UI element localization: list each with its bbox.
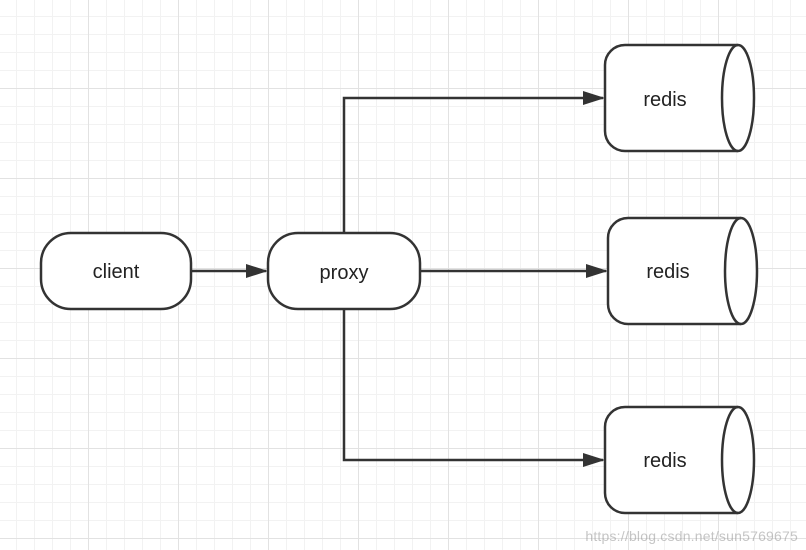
client-label: client <box>93 261 140 283</box>
client-node: client <box>39 231 193 311</box>
redis-bottom-node: redis <box>603 405 756 515</box>
watermark-text: https://blog.csdn.net/sun5769675 <box>585 528 798 544</box>
redis-top-label: redis <box>643 89 686 111</box>
proxy-label: proxy <box>320 262 369 284</box>
redis-top-node: redis <box>603 43 756 153</box>
redis-bottom-label: redis <box>643 450 686 472</box>
edge-proxy-to-redis-bottom <box>342 310 605 467</box>
redis-middle-node: redis <box>606 216 759 326</box>
proxy-node: proxy <box>266 231 422 311</box>
edge-proxy-to-redis-top <box>342 91 605 233</box>
redis-middle-label: redis <box>646 261 689 283</box>
